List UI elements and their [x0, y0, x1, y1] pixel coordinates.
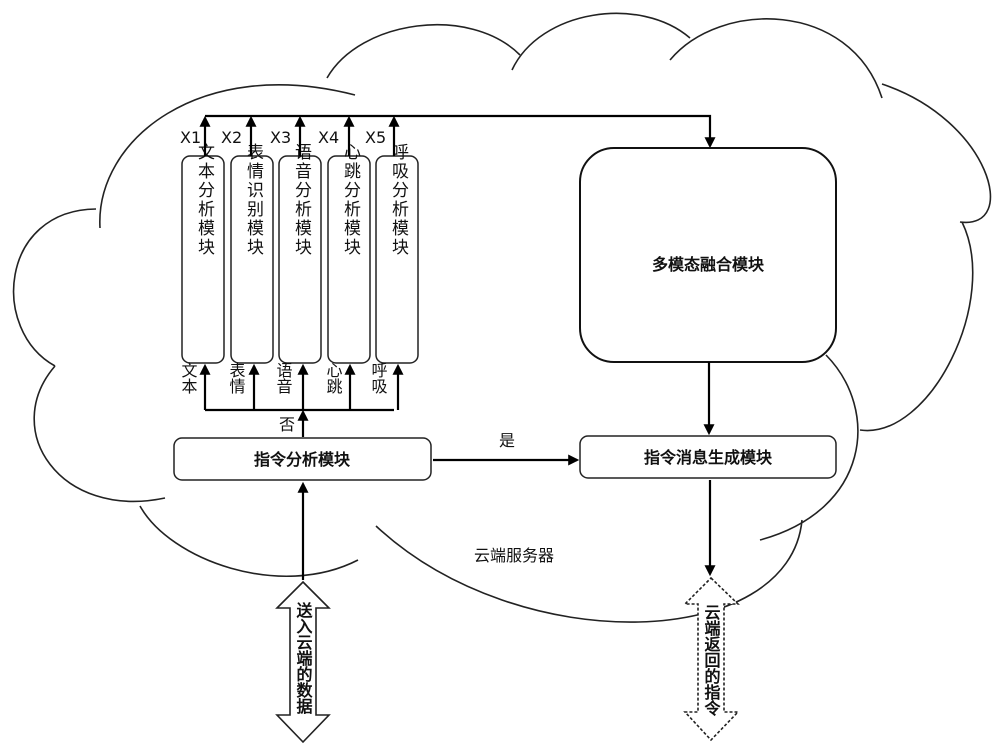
- input-label: 心跳: [324, 362, 343, 394]
- instruction-analysis-label: 指令分析模块: [254, 450, 351, 469]
- branch-no-label: 否: [279, 415, 295, 434]
- input-label: 语音: [274, 362, 293, 394]
- input-label: 呼吸: [369, 362, 388, 394]
- output-label: X5: [365, 128, 386, 147]
- input-arrow-label: 送入云端的数据: [294, 601, 314, 715]
- instruction-message-module[interactable]: [579, 435, 837, 479]
- output-label: X1: [180, 128, 201, 147]
- input-arrows: [199, 363, 404, 437]
- output-label: X2: [221, 128, 242, 147]
- output-label: X3: [270, 128, 291, 147]
- cloud-server-label: 云端服务器: [474, 546, 554, 565]
- cloud-outline: [12, 12, 992, 623]
- output-label: X4: [318, 128, 339, 147]
- output-arrow-label: 云端返回的指令: [702, 604, 722, 717]
- module-label: 心跳分析模块: [340, 143, 361, 257]
- module-label: 文本分析模块: [194, 143, 215, 257]
- instruction-message-label: 指令消息生成模块: [644, 448, 773, 467]
- output-double-arrow-icon: [683, 576, 740, 742]
- module-label: 语音分析模块: [291, 143, 312, 257]
- input-label: 文本: [179, 362, 198, 394]
- module-text-analysis[interactable]: [181, 155, 225, 364]
- branch-yes-label: 是: [499, 431, 515, 450]
- x-bus-line: [205, 114, 716, 149]
- fusion-module-label: 多模态融合模块: [652, 255, 765, 274]
- module-label: 表情识别模块: [243, 143, 264, 257]
- module-breath-analysis[interactable]: [375, 155, 419, 364]
- output-arrows: [199, 115, 400, 156]
- module-label: 呼吸分析模块: [388, 143, 409, 257]
- input-double-arrow-icon: [275, 580, 331, 744]
- instruction-analysis-module[interactable]: [173, 437, 432, 481]
- input-label: 表情: [227, 362, 246, 395]
